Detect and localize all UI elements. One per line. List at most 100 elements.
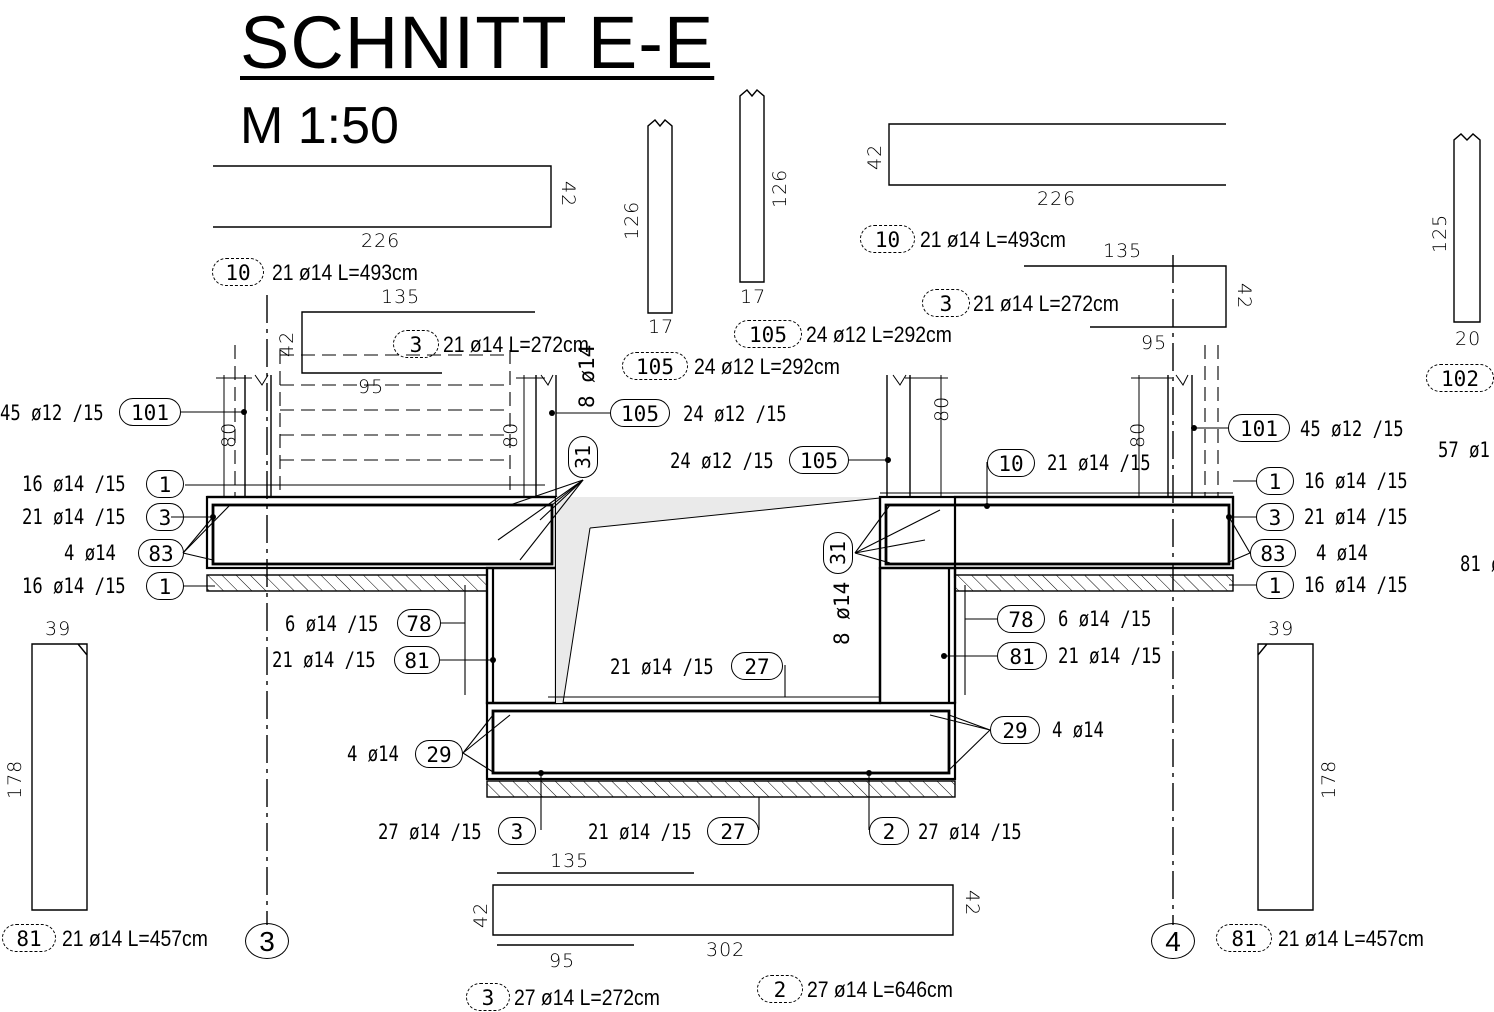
- bar-label-3-bottom: 27 ø14 L=272cm: [514, 985, 660, 1010]
- bar-shape-10-right: [888, 123, 1226, 186]
- dim-42-f: 42: [961, 890, 983, 917]
- callout-left-4-pos: 1: [146, 572, 184, 600]
- callout-right-1-text: 16 ø14 /15: [1304, 469, 1408, 493]
- callout-31-left: 31: [568, 436, 598, 478]
- callout-right-6-pos: 81: [997, 642, 1047, 670]
- bar-label-105-a: 24 ø12 L=292cm: [694, 354, 840, 379]
- callout-right-7-pos: 29: [990, 716, 1040, 744]
- bar-shape-10-left: [213, 165, 552, 228]
- callout-right-8-pos: 2: [869, 817, 909, 845]
- callout-105-top-text: 24 ø12 /15: [683, 402, 787, 426]
- callout-8-right: 8 ø14: [830, 581, 854, 645]
- dim-42-b: 42: [864, 143, 886, 170]
- dim-125: 125: [1429, 213, 1451, 253]
- dim-39-right: 39: [1268, 618, 1295, 640]
- axis-marker-left: 3: [245, 923, 289, 959]
- callout-left-6-pos: 81: [394, 646, 440, 674]
- cutoff-text-b: 81 ø: [1460, 552, 1494, 576]
- callout-10-mid-text: 21 ø14 /15: [1047, 451, 1151, 475]
- dim-17-b: 17: [740, 286, 767, 308]
- callout-right-2-pos: 3: [1256, 503, 1294, 531]
- bar-shape-105-a: [647, 119, 673, 314]
- bar-label-3-right: 21 ø14 L=272cm: [973, 291, 1119, 316]
- dim-17-a: 17: [648, 316, 675, 338]
- cutoff-text-a: 57 ø1: [1438, 438, 1490, 462]
- callout-right-1-pos: 1: [1256, 467, 1294, 495]
- callout-right-7-text: 4 ø14: [1052, 718, 1104, 742]
- callout-right-8-text: 27 ø14 /15: [918, 820, 1022, 844]
- drawing-scale: M 1:50: [240, 97, 399, 155]
- dim-178-right: 178: [1318, 759, 1340, 799]
- callout-left-1-text: 16 ø14 /15: [22, 472, 126, 496]
- callout-right-6-text: 21 ø14 /15: [1058, 644, 1162, 668]
- dim-95-right: 95: [1141, 332, 1168, 354]
- callout-right-5-text: 6 ø14 /15: [1058, 607, 1152, 631]
- dim-95-bottom: 95: [549, 950, 576, 972]
- bar-label-81-left: 21 ø14 L=457cm: [62, 926, 208, 951]
- bar-label-10-right: 21 ø14 L=493cm: [920, 227, 1066, 252]
- dim-126-b: 126: [769, 168, 791, 208]
- pos-bubble-102: 102: [1426, 364, 1494, 392]
- callout-left-8-pos: 3: [498, 817, 536, 845]
- bar-label-105-b: 24 ø12 L=292cm: [806, 322, 952, 347]
- callout-right-4-pos: 1: [1256, 571, 1294, 599]
- rebar-dots: [210, 409, 1232, 776]
- callout-left-5-text: 6 ø14 /15: [285, 612, 379, 636]
- dim-80-b: 80: [500, 421, 522, 448]
- callout-left-5-pos: 78: [397, 609, 441, 637]
- callout-right-3-text: 4 ø14: [1316, 541, 1368, 565]
- callout-left-7-text: 4 ø14: [347, 742, 399, 766]
- callout-105-mid-pos: 105: [789, 446, 849, 474]
- callout-right-2-text: 21 ø14 /15: [1304, 505, 1408, 529]
- pos-bubble-10-left: 10: [212, 258, 264, 286]
- bar-label-81-right: 21 ø14 L=457cm: [1278, 926, 1424, 951]
- bar-shape-105-b: [739, 89, 765, 283]
- dim-135-bottom: 135: [550, 850, 590, 872]
- callout-10-mid-pos: 10: [987, 449, 1035, 477]
- callout-left-1-pos: 1: [146, 470, 184, 498]
- dim-226-right: 226: [1037, 188, 1077, 210]
- pos-bubble-81-left: 81: [2, 924, 56, 952]
- callout-left-6-text: 21 ø14 /15: [272, 648, 376, 672]
- callout-right-0-text: 45 ø12 /15: [1300, 417, 1404, 441]
- callout-left-4-text: 16 ø14 /15: [22, 574, 126, 598]
- callout-right-5-pos: 78: [997, 605, 1045, 633]
- callout-left-2-text: 21 ø14 /15: [22, 505, 126, 529]
- dim-135-right: 135: [1103, 240, 1143, 262]
- dim-80-c: 80: [931, 395, 953, 422]
- dim-135-left: 135: [381, 286, 421, 308]
- callout-right-3-pos: 83: [1250, 539, 1296, 567]
- pos-bubble-3-right: 3: [922, 289, 970, 317]
- callout-left-0-pos: 101: [119, 398, 181, 426]
- dim-80-a: 80: [218, 421, 240, 448]
- callout-8-left: 8 ø14: [575, 344, 599, 408]
- dim-226-left: 226: [361, 230, 401, 252]
- concrete-outline: [207, 495, 1235, 705]
- dim-42-e: 42: [470, 901, 492, 928]
- pos-bubble-105-b: 105: [734, 320, 802, 348]
- dim-126-a: 126: [621, 200, 643, 240]
- bar-shape-81-right: [1257, 643, 1314, 911]
- dim-302: 302: [706, 939, 746, 961]
- pos-bubble-3-bottom: 3: [466, 983, 510, 1011]
- dim-39-left: 39: [45, 618, 72, 640]
- bar-shape-3-left: [301, 311, 535, 374]
- callout-27-mid-pos: 27: [731, 652, 783, 680]
- bar-shape-102: [1453, 133, 1481, 323]
- bar-shape-3-right: [1024, 265, 1227, 328]
- callout-left-9-pos: 27: [707, 817, 759, 845]
- callout-31-right: 31: [823, 532, 853, 574]
- pos-bubble-81-right: 81: [1216, 924, 1272, 952]
- dim-95-left: 95: [358, 376, 385, 398]
- callout-left-7-pos: 29: [415, 740, 463, 768]
- dim-42-c: 42: [276, 330, 298, 357]
- dim-20: 20: [1455, 328, 1482, 350]
- callout-105-mid-text: 24 ø12 /15: [670, 449, 774, 473]
- pos-bubble-3-left: 3: [393, 330, 439, 358]
- axis-marker-right: 4: [1151, 923, 1195, 959]
- callout-right-0-pos: 101: [1228, 414, 1290, 442]
- callout-left-9-text: 21 ø14 /15: [588, 820, 692, 844]
- pos-bubble-10-right: 10: [860, 225, 915, 253]
- pos-bubble-105-a: 105: [622, 352, 688, 380]
